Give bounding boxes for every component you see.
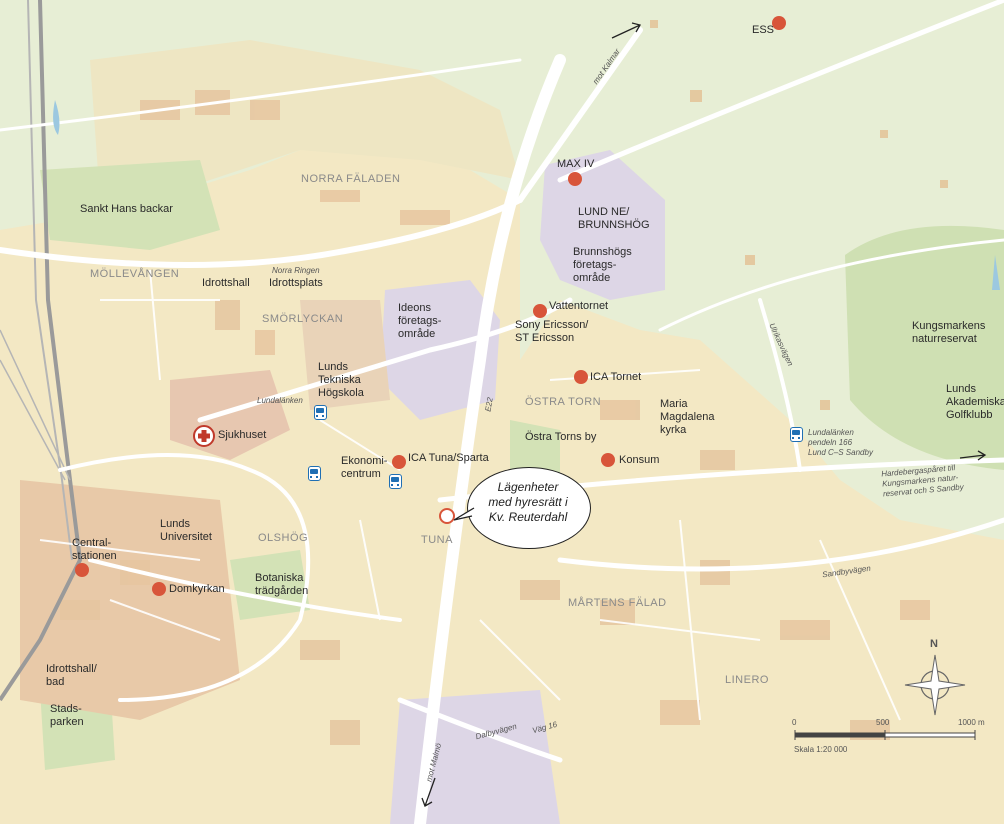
label-idrottshall: Idrottshall [202,277,250,289]
poi-ica-tuna[interactable] [392,455,406,469]
callout-pointer [453,507,475,521]
poi-vattentornet[interactable] [533,304,547,318]
road-lundalanken [197,297,573,423]
park-kungsmarken [845,225,1004,470]
poi-ess[interactable] [772,16,786,30]
label-lunds-universitet: Lunds Universitet [160,518,212,543]
scale-bar [794,730,976,740]
label-sjukhuset: Sjukhuset [218,429,267,441]
district-ostra-torn: ÖSTRA TORN [525,396,602,408]
scale-label: Skala 1:20 000 [794,745,848,754]
label-ideons: Ideons företags- område [398,302,442,340]
road-label-norra-ringen: Norra Ringen [272,266,320,275]
urban-north [90,40,520,200]
road-east-2 [658,238,1004,332]
label-kungsmarkens: Kungsmarkens naturreservat [912,320,986,345]
road-ulrika [758,298,802,472]
callout-text: Lägenheter med hyresrätt i Kv. Reuterdah… [488,480,568,524]
label-konsum: Konsum [619,454,660,466]
label-ica-tuna: ICA Tuna/Sparta [408,452,489,464]
district-norra-faladen: NORRA FÄLADEN [301,173,401,185]
poi-domkyrkan[interactable] [152,582,166,596]
label-golf: Lunds Akademiska Golfklubb [946,383,1004,421]
label-ostra-torns-by: Östra Torns by [525,431,597,443]
road-label-lundalanken: Lundalänken [257,396,303,405]
scale-tick-1000: 1000 m [958,718,985,727]
direction-arrow-icon [421,777,436,807]
label-ica-tornet: ICA Tornet [590,371,642,383]
road-norra-ringen [0,197,523,268]
scale-tick-500: 500 [876,718,890,727]
park-ostra-torn [510,420,560,480]
railway [0,0,83,702]
water [53,100,60,135]
label-sony: Sony Ericsson/ ST Ericsson [515,319,589,344]
road-e22 [414,54,566,824]
label-lund-ne: LUND NE/ BRUNNSHÖG [578,206,650,231]
road-sandby [557,517,1004,572]
scale-tick-0: 0 [792,718,797,727]
district-mollevangen: MÖLLEVÅNGEN [90,268,180,280]
road-northwest [0,58,522,132]
label-botaniska: Botaniska trädgården [255,572,309,597]
label-lth: Lunds Tekniska Högskola [318,361,364,399]
label-domkyrkan: Domkyrkan [169,583,225,595]
malmovagen-area [390,690,560,824]
label-stadsparken: Stads- parken [50,703,84,728]
district-olshog: OLSHÖG [258,532,309,544]
label-vattentornet: Vattentornet [549,300,609,312]
label-idrottsplats: Idrottsplats [269,277,323,289]
road-south [88,558,402,622]
bus-stop-icon[interactable] [389,474,402,489]
railway-2 [27,0,73,561]
label-brunnshog-foretag: Brunnshögs företags- område [573,246,632,284]
road-kalmar [517,27,643,203]
road-center-ring [58,453,311,702]
label-ekonomicentrum: Ekonomi- centrum [341,455,388,480]
annotation-lundalanken-pendeln: Lundalänken pendeln 166 Lund C–S Sandby [808,428,873,457]
poi-konsum[interactable] [601,453,615,467]
label-centralstationen: Central- stationen [72,537,117,562]
red-cross-icon [193,425,215,447]
road-northeast [557,0,1004,183]
centrum-area [20,480,240,720]
minor-roads [39,269,901,721]
bus-stop-icon[interactable] [790,427,803,442]
district-smorlyckan: SMÖRLYCKAN [262,313,344,325]
district-tuna: TUNA [421,534,453,546]
park-sankt-hans [40,160,220,250]
water-2 [992,255,1000,290]
poi-centralstationen[interactable] [75,563,89,577]
bus-stop-icon[interactable] [308,466,321,481]
rural-buildings [650,20,948,410]
direction-arrow-icon [611,22,641,39]
poi-max-iv[interactable] [568,172,582,186]
label-idrottshall-bad: Idrottshall/ bad [46,663,97,688]
district-linero: LINERO [725,674,769,686]
callout-bubble[interactable] [467,467,591,549]
label-maria: Maria Magdalena kyrka [660,398,715,436]
target-marker-icon [439,508,455,524]
brunnshog-area [540,150,665,300]
railway-yard [0,329,71,481]
direction-arrow-icon [959,450,987,461]
road-dalby [397,697,563,763]
district-martens-falad: MÅRTENS FÄLAD [568,597,667,609]
label-max-iv: MAX IV [557,158,595,170]
compass-north-label: N [930,638,938,650]
label-ess: ESS [752,24,775,36]
bus-stop-icon[interactable] [314,405,327,420]
poi-ica-tornet[interactable] [574,370,588,384]
label-sankt-hans: Sankt Hans backar [80,203,173,215]
compass-rose-icon [904,654,966,716]
building-blocks [60,90,930,745]
